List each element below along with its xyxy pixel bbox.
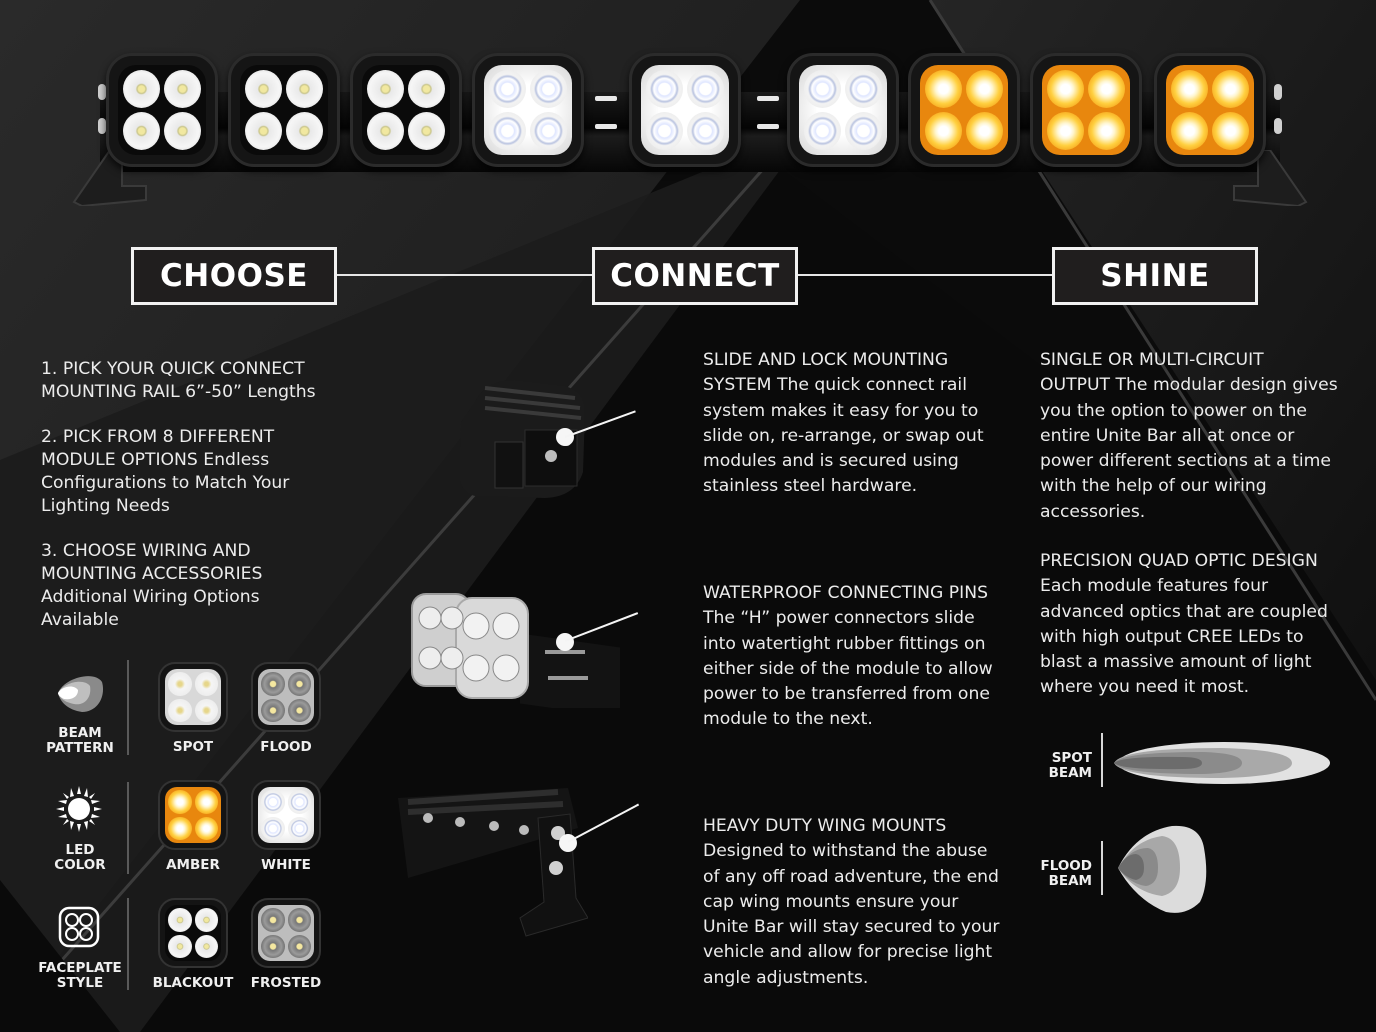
step-choose: CHOOSE xyxy=(131,247,337,305)
choose-step-2: 2. PICK FROM 8 DIFFERENT MODULE OPTIONS … xyxy=(41,427,290,516)
module-side-mount-image xyxy=(459,380,585,498)
option-frosted-label: FROSTED xyxy=(250,975,322,991)
connect-feature-slide-lock: SLIDE AND LOCK MOUNTING SYSTEM The quick… xyxy=(703,348,1023,500)
option-amber-thumbnail[interactable] xyxy=(158,780,228,850)
divider xyxy=(127,782,129,874)
option-flood-label: FLOOD xyxy=(260,739,312,755)
option-frosted-thumbnail[interactable] xyxy=(251,898,321,968)
shine-feature-quad-optic: PRECISION QUAD OPTIC DESIGN Each module … xyxy=(1040,549,1370,701)
choose-step-1: 1. PICK YOUR QUICK CONNECT MOUNTING RAIL… xyxy=(41,359,316,402)
h-connector-pin xyxy=(757,124,779,129)
shine-feature-text: PRECISION QUAD OPTIC DESIGN Each module … xyxy=(1040,551,1328,698)
option-blackout-label: BLACKOUT xyxy=(152,975,234,991)
endcap-bolt xyxy=(98,84,106,100)
connect-feature-text: WATERPROOF CONNECTING PINS The “H” power… xyxy=(703,583,993,730)
beam-pattern-icon xyxy=(58,676,104,712)
light-module xyxy=(472,53,584,167)
light-module xyxy=(228,53,340,167)
flood-beam-diagram xyxy=(1118,825,1207,913)
light-module xyxy=(1030,53,1142,167)
choose-steps-list: 1. PICK YOUR QUICK CONNECT MOUNTING RAIL… xyxy=(41,358,361,654)
option-category-beam-pattern: BEAM PATTERN xyxy=(46,725,114,756)
light-module xyxy=(787,53,899,167)
option-amber-label: AMBER xyxy=(166,857,220,873)
option-white-thumbnail[interactable] xyxy=(251,780,321,850)
faceplate-icon xyxy=(58,906,100,948)
sun-icon xyxy=(56,786,102,832)
divider xyxy=(127,898,129,990)
endcap-bolt xyxy=(1274,84,1282,100)
option-category-faceplate-style: FACEPLATE STYLE xyxy=(38,960,122,991)
spot-beam-label: SPOT BEAM xyxy=(1048,750,1092,781)
light-module xyxy=(1154,53,1266,167)
flood-beam-label: FLOOD BEAM xyxy=(1040,858,1092,889)
connect-feature-waterproof-pins: WATERPROOF CONNECTING PINS The “H” power… xyxy=(703,581,1023,733)
light-module xyxy=(106,53,218,167)
option-spot-thumbnail[interactable] xyxy=(158,662,228,732)
option-flood-thumbnail[interactable] xyxy=(251,662,321,732)
wing-mount-image xyxy=(398,788,588,937)
light-module xyxy=(908,53,1020,167)
connecting-pins-image xyxy=(411,593,620,708)
endcap-bolt xyxy=(1274,118,1282,134)
option-blackout-thumbnail[interactable] xyxy=(158,898,228,968)
option-white-label: WHITE xyxy=(261,857,311,873)
connect-feature-text: SLIDE AND LOCK MOUNTING SYSTEM The quick… xyxy=(703,350,984,497)
option-category-led-color: LED COLOR xyxy=(54,842,106,873)
shine-feature-circuit-output: SINGLE OR MULTI-CIRCUIT OUTPUT The modul… xyxy=(1040,348,1370,525)
step-connect: CONNECT xyxy=(592,247,798,305)
endcap-bolt xyxy=(98,118,106,134)
choose-step-3: 3. CHOOSE WIRING AND MOUNTING ACCESSORIE… xyxy=(41,541,263,630)
connect-feature-wing-mounts: HEAVY DUTY WING MOUNTS Designed to withs… xyxy=(703,814,1023,991)
step-shine: SHINE xyxy=(1052,247,1258,305)
divider xyxy=(127,660,129,755)
light-module xyxy=(350,53,462,167)
option-spot-label: SPOT xyxy=(172,739,214,755)
h-connector-pin xyxy=(595,124,617,129)
h-connector-pin xyxy=(757,96,779,101)
h-connector-pin xyxy=(595,96,617,101)
spot-beam-diagram xyxy=(1114,742,1330,784)
connect-feature-text: HEAVY DUTY WING MOUNTS Designed to withs… xyxy=(703,816,1000,988)
divider xyxy=(1101,733,1103,787)
unite-light-bar-image xyxy=(70,50,1310,210)
divider xyxy=(1101,841,1103,895)
shine-feature-text: SINGLE OR MULTI-CIRCUIT OUTPUT The modul… xyxy=(1040,350,1338,522)
light-module xyxy=(629,53,741,167)
